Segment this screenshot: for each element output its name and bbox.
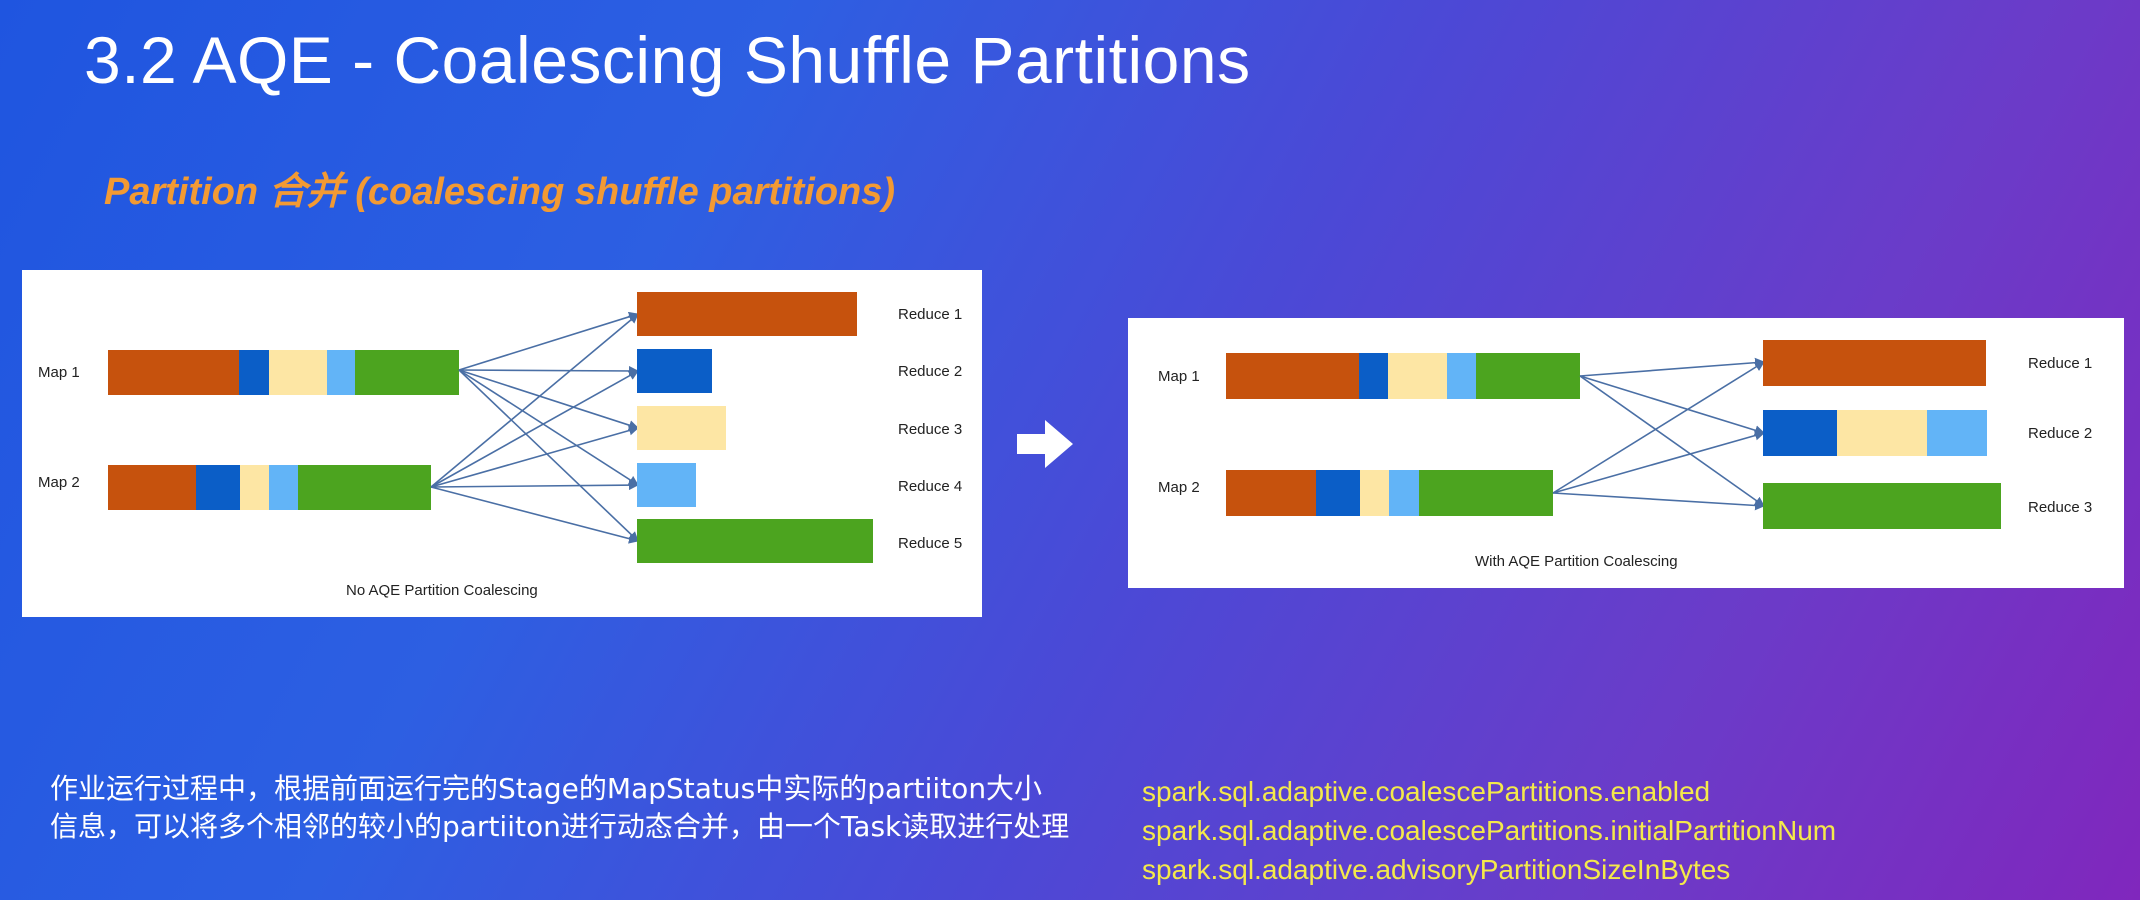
shuffle-arrows	[1552, 357, 1765, 511]
slide-title: 3.2 AQE - Coalescing Shuffle Partitions	[84, 23, 1251, 97]
reduce-2-segment	[1927, 410, 1987, 456]
reduce-4-bar	[637, 463, 696, 507]
reduce-3-label: Reduce 3	[898, 421, 962, 438]
diagram-with-aqe-svg: Map 1 Map 2	[1158, 340, 2092, 570]
reduce-3-bar	[637, 406, 726, 450]
map-1-segment	[269, 350, 327, 395]
shuffle-arrow	[1552, 430, 1765, 494]
map-1-segment	[1388, 353, 1447, 399]
shuffle-arrow	[458, 369, 639, 430]
shuffle-arrow	[430, 425, 639, 488]
right-arrow-icon	[1017, 420, 1073, 468]
shuffle-arrow	[430, 370, 639, 488]
reduce-1-bar	[637, 292, 857, 336]
shuffle-arrow	[1552, 361, 1765, 494]
description-text: 作业运行过程中，根据前面运行完的Stage的MapStatus中实际的parti…	[50, 772, 1070, 843]
map-2-segment	[1419, 470, 1553, 516]
map-2-segment	[108, 465, 196, 510]
config-item: spark.sql.adaptive.coalescePartitions.en…	[1142, 776, 1711, 807]
shuffle-arrow	[1579, 357, 1765, 377]
shuffle-arrow	[430, 480, 639, 491]
map-2-segment	[1389, 470, 1419, 516]
reduce-1-label: Reduce 1	[898, 306, 962, 323]
reduce-5-bar	[637, 519, 873, 563]
map-2-segment	[1316, 470, 1360, 516]
shuffle-arrow	[458, 369, 639, 486]
reduce-5-label: Reduce 5	[898, 535, 962, 552]
shuffle-arrow	[1579, 375, 1765, 507]
diagram-no-aqe: Map 1 Map 2	[22, 270, 982, 617]
map-1-segment	[1359, 353, 1388, 399]
reduce-2-label: Reduce 2	[2028, 425, 2092, 442]
config-item: spark.sql.adaptive.advisoryPartitionSize…	[1142, 854, 1731, 885]
shuffle-arrow	[430, 313, 639, 488]
shuffle-arrow	[430, 486, 639, 544]
diagram-caption: No AQE Partition Coalescing	[346, 582, 538, 599]
reduce-2-segment	[1837, 410, 1927, 456]
config-list: spark.sql.adaptive.coalescePartitions.en…	[1142, 772, 1836, 889]
shuffle-arrows	[430, 311, 639, 544]
slide-subtitle: Partition 合并 (coalescing shuffle partiti…	[104, 171, 896, 213]
map-1-segment	[1447, 353, 1476, 399]
map-2-segment	[196, 465, 240, 510]
map-2-segment	[298, 465, 431, 510]
shuffle-arrow	[458, 311, 639, 371]
reduce-3-bar	[1763, 483, 2001, 529]
map-1-label: Map 1	[38, 364, 80, 381]
config-item: spark.sql.adaptive.coalescePartitions.in…	[1142, 815, 1837, 846]
map-2-label: Map 2	[38, 474, 80, 491]
shuffle-arrow	[1552, 492, 1765, 511]
reduce-2-bar	[637, 349, 712, 393]
map-2-label: Map 2	[1158, 479, 1200, 496]
map-1-segment	[1226, 353, 1359, 399]
map-1-segment	[1476, 353, 1580, 399]
reduce-4-label: Reduce 4	[898, 478, 962, 495]
map-1-segment	[327, 350, 355, 395]
map-2-segment	[240, 465, 269, 510]
diagram-no-aqe-svg: Map 1 Map 2	[38, 292, 962, 599]
map-2-segment	[1360, 470, 1389, 516]
shuffle-arrow	[1579, 375, 1765, 436]
diagram-caption: With AQE Partition Coalescing	[1475, 553, 1678, 570]
reduce-1-bar	[1763, 340, 1986, 386]
reduce-2-label: Reduce 2	[898, 363, 962, 380]
reduce-3-label: Reduce 3	[2028, 499, 2092, 516]
diagram-with-aqe: Map 1 Map 2	[1128, 318, 2124, 588]
map-2-bar	[1226, 470, 1553, 516]
reduce-2-bar	[1763, 410, 1987, 456]
shuffle-arrow	[458, 369, 639, 542]
map-2-bar	[108, 465, 431, 510]
map-1-segment	[239, 350, 269, 395]
map-1-segment	[108, 350, 239, 395]
map-2-segment	[269, 465, 298, 510]
map-1-bar	[108, 350, 459, 395]
reduce-2-segment	[1763, 410, 1837, 456]
map-1-segment	[355, 350, 459, 395]
map-2-segment	[1226, 470, 1316, 516]
map-1-bar	[1226, 353, 1580, 399]
reduce-1-label: Reduce 1	[2028, 355, 2092, 372]
map-1-label: Map 1	[1158, 368, 1200, 385]
shuffle-arrow	[458, 365, 639, 376]
